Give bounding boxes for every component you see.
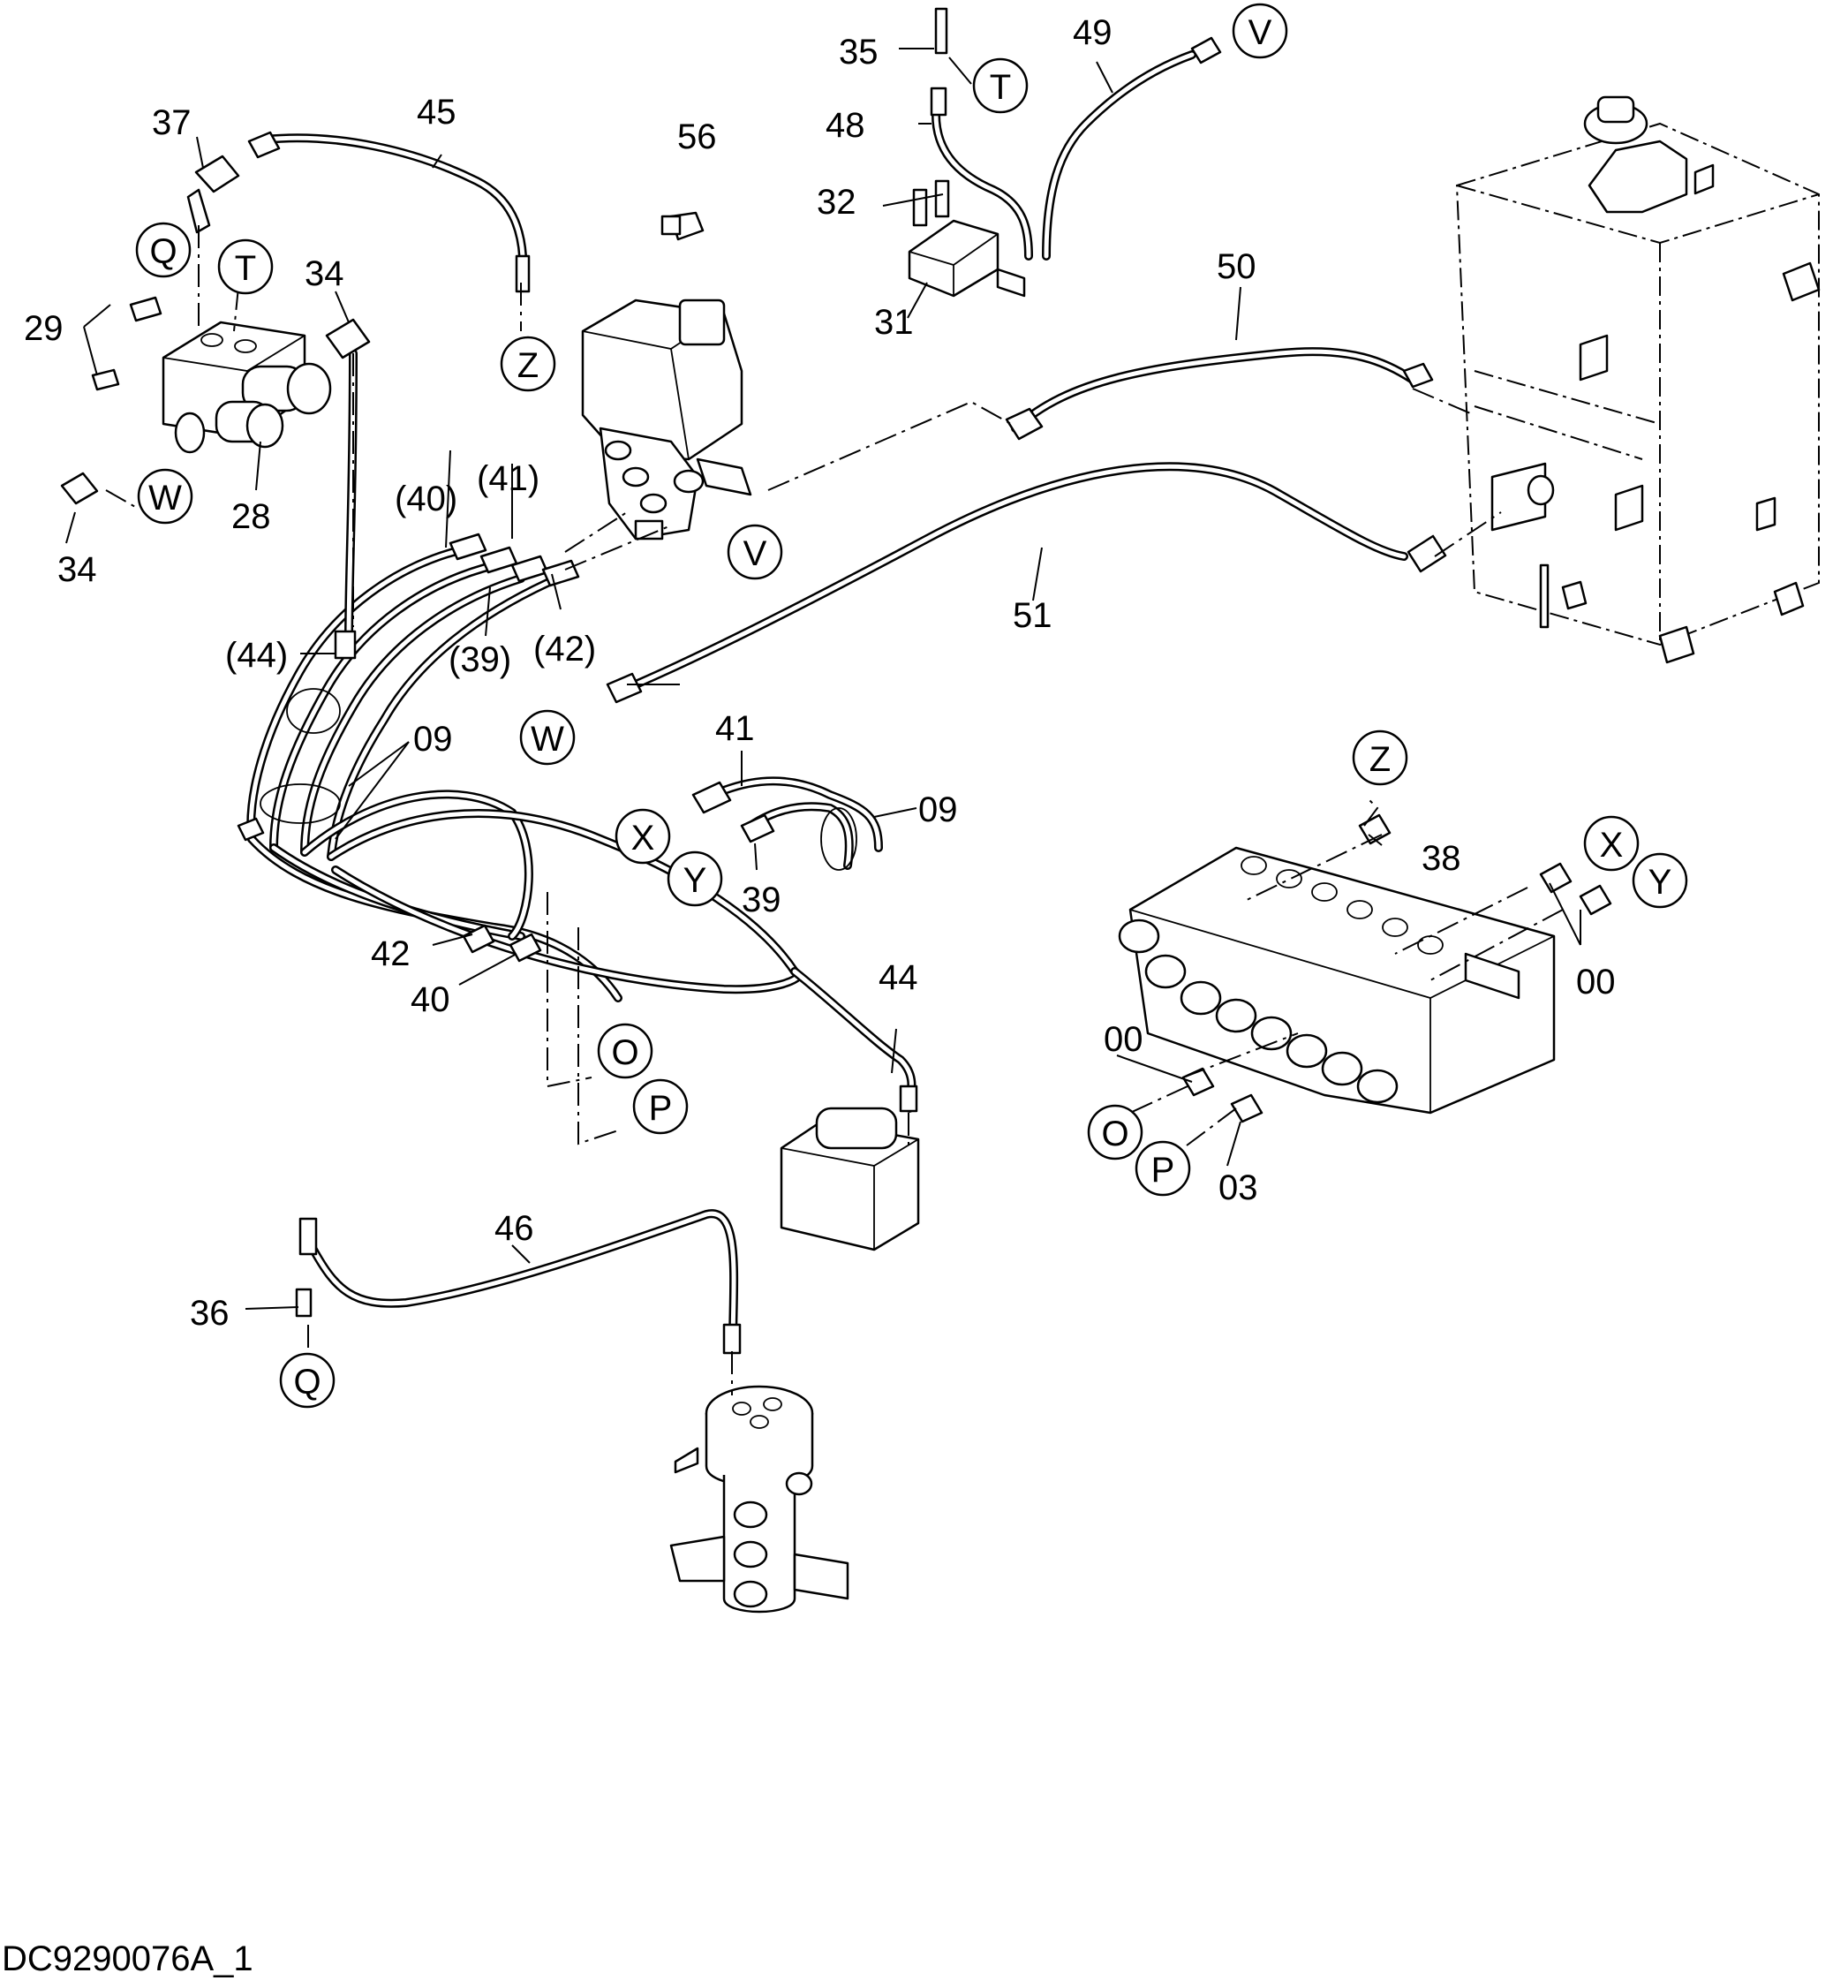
- connector-w-left: W: [137, 468, 193, 525]
- callout-45: 45: [417, 93, 456, 132]
- connector-y-right: Y: [1632, 852, 1688, 909]
- svg-text:W: W: [148, 479, 182, 518]
- callout-00-left: 00: [1104, 1020, 1143, 1059]
- callout-35: 35: [839, 33, 879, 72]
- connector-t-left: T: [217, 238, 274, 295]
- callout-44-paren: (44): [225, 636, 288, 675]
- connector-v-center: V: [727, 524, 783, 580]
- svg-text:Y: Y: [1648, 863, 1672, 902]
- pilot-block: [908, 179, 1026, 298]
- callout-34-bottom: 34: [57, 550, 97, 589]
- callout-38: 38: [1422, 839, 1461, 878]
- connector-p-right: P: [1135, 1140, 1191, 1197]
- svg-text:Y: Y: [683, 861, 707, 900]
- callout-37: 37: [152, 103, 192, 142]
- connector-z-left: Z: [500, 336, 556, 392]
- callout-28: 28: [231, 497, 271, 536]
- svg-text:X: X: [631, 819, 655, 858]
- callout-03: 03: [1218, 1168, 1258, 1207]
- callout-40-paren: (40): [395, 480, 457, 518]
- callout-32: 32: [817, 183, 856, 222]
- center-joint: [669, 1385, 849, 1614]
- callout-46: 46: [494, 1209, 534, 1248]
- callout-48: 48: [826, 106, 865, 145]
- callout-42-paren: (42): [533, 630, 596, 669]
- connector-q-top: Q: [135, 222, 192, 278]
- svg-text:Q: Q: [293, 1363, 321, 1402]
- callout-39-paren: (39): [449, 640, 511, 679]
- svg-text:Z: Z: [517, 346, 539, 385]
- svg-text:X: X: [1600, 826, 1624, 865]
- svg-text:Q: Q: [149, 232, 177, 271]
- svg-text:W: W: [531, 720, 564, 759]
- svg-text:Z: Z: [1369, 740, 1391, 779]
- svg-text:T: T: [235, 249, 256, 288]
- connector-x-right: X: [1583, 815, 1640, 872]
- solenoid-manifold: [60, 296, 371, 505]
- remote-control-valve: [581, 299, 752, 540]
- callout-49: 49: [1073, 13, 1113, 52]
- callout-34-top: 34: [305, 254, 344, 293]
- connector-t-top: T: [972, 57, 1029, 114]
- svg-text:T: T: [990, 68, 1011, 107]
- hydraulic-tank: [1455, 95, 1821, 664]
- connector-circles: V T Q T Z W V W: [135, 3, 1688, 1409]
- callout-56: 56: [677, 117, 717, 156]
- callout-00-right: 00: [1576, 963, 1616, 1002]
- callout-50: 50: [1217, 247, 1256, 286]
- svg-text:P: P: [1151, 1151, 1175, 1190]
- connector-p-center: P: [632, 1078, 689, 1135]
- callout-09-left: 09: [413, 720, 453, 759]
- callout-42: 42: [371, 934, 411, 973]
- callout-09-right: 09: [918, 790, 958, 829]
- callout-31: 31: [874, 303, 914, 342]
- connector-y-center: Y: [667, 850, 723, 907]
- svg-text:O: O: [1101, 1115, 1128, 1153]
- callout-40: 40: [411, 980, 450, 1019]
- fittings: [186, 7, 1612, 1355]
- svg-text:V: V: [743, 534, 767, 573]
- hose-clamps: [260, 688, 857, 871]
- callout-41-paren: (41): [477, 459, 539, 498]
- callout-36: 36: [190, 1294, 230, 1333]
- control-valve: [1118, 846, 1556, 1115]
- leader-lines: [65, 48, 1581, 1310]
- connector-w-center: W: [519, 709, 576, 766]
- callout-39: 39: [742, 881, 781, 919]
- connection-dash-lines: [105, 225, 1564, 1395]
- callout-41: 41: [715, 709, 755, 748]
- connector-v-top: V: [1232, 3, 1288, 59]
- connector-x-center: X: [615, 808, 671, 865]
- bracket: [780, 1107, 920, 1251]
- callout-labels: 35 49 48 32 31 56 37 45 29 34 28 34 50 5…: [24, 13, 1616, 1333]
- callout-51: 51: [1013, 596, 1052, 635]
- callout-44: 44: [879, 958, 918, 997]
- svg-text:V: V: [1248, 13, 1272, 52]
- connector-o-right: O: [1087, 1104, 1143, 1160]
- svg-text:P: P: [649, 1089, 673, 1128]
- drawing-id: DC9290076A_1: [2, 1939, 253, 1978]
- callout-29: 29: [24, 309, 64, 348]
- connector-q-bottom: Q: [279, 1352, 336, 1409]
- connector-z-right: Z: [1352, 729, 1408, 786]
- svg-text:O: O: [611, 1033, 638, 1072]
- connector-o-center: O: [597, 1023, 653, 1079]
